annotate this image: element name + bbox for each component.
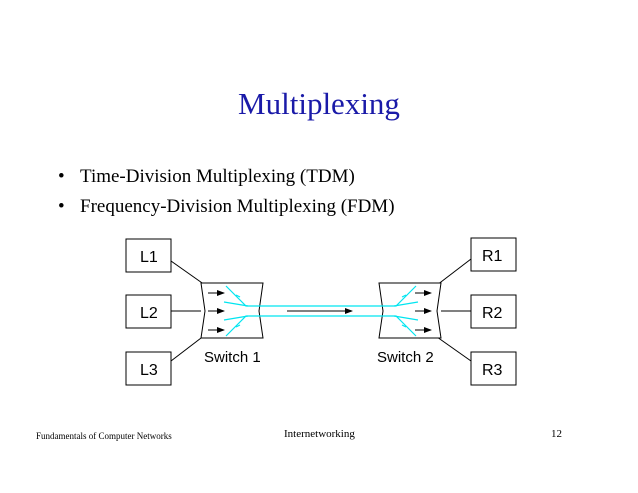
slide-title: Multiplexing xyxy=(238,86,400,121)
switch-2-arrows xyxy=(415,290,432,333)
bullet-list: •Time-Division Multiplexing (TDM) •Frequ… xyxy=(58,162,395,222)
bullet-item: •Frequency-Division Multiplexing (FDM) xyxy=(58,196,395,217)
node-box-r3 xyxy=(470,351,517,386)
switch-1-arrows xyxy=(208,290,225,333)
node-label-l3: L3 xyxy=(140,362,158,379)
bullet-item: •Time-Division Multiplexing (TDM) xyxy=(58,166,355,187)
footer-topic: Internetworking xyxy=(284,428,355,440)
link-r3-switch2 xyxy=(436,336,472,362)
switch-1-body xyxy=(200,282,264,339)
node-box-r1 xyxy=(470,237,517,272)
footer-course: Fundamentals of Computer Networks xyxy=(36,431,172,441)
switch-2-label: Switch 2 xyxy=(377,349,434,366)
node-label-r1: R1 xyxy=(482,248,503,265)
link-r1-switch2 xyxy=(436,258,472,286)
node-label-l1: L1 xyxy=(140,249,158,266)
bullet-text: Time-Division Multiplexing (TDM) xyxy=(80,166,355,187)
node-box-l2 xyxy=(125,294,172,329)
link-l1-switch1 xyxy=(170,260,206,286)
node-label-r2: R2 xyxy=(482,305,503,322)
multiplexed-link xyxy=(223,285,419,337)
node-label-l2: L2 xyxy=(140,305,158,322)
node-box-l3 xyxy=(125,351,172,386)
footer-page-number: 12 xyxy=(551,428,562,440)
node-box-r2 xyxy=(470,294,517,329)
node-box-l1 xyxy=(125,238,172,273)
switch-1-label: Switch 1 xyxy=(204,349,261,366)
link-l3-switch1 xyxy=(170,334,206,362)
node-label-r3: R3 xyxy=(482,362,503,379)
switch-2-body xyxy=(378,282,442,339)
bullet-text: Frequency-Division Multiplexing (FDM) xyxy=(80,196,395,217)
